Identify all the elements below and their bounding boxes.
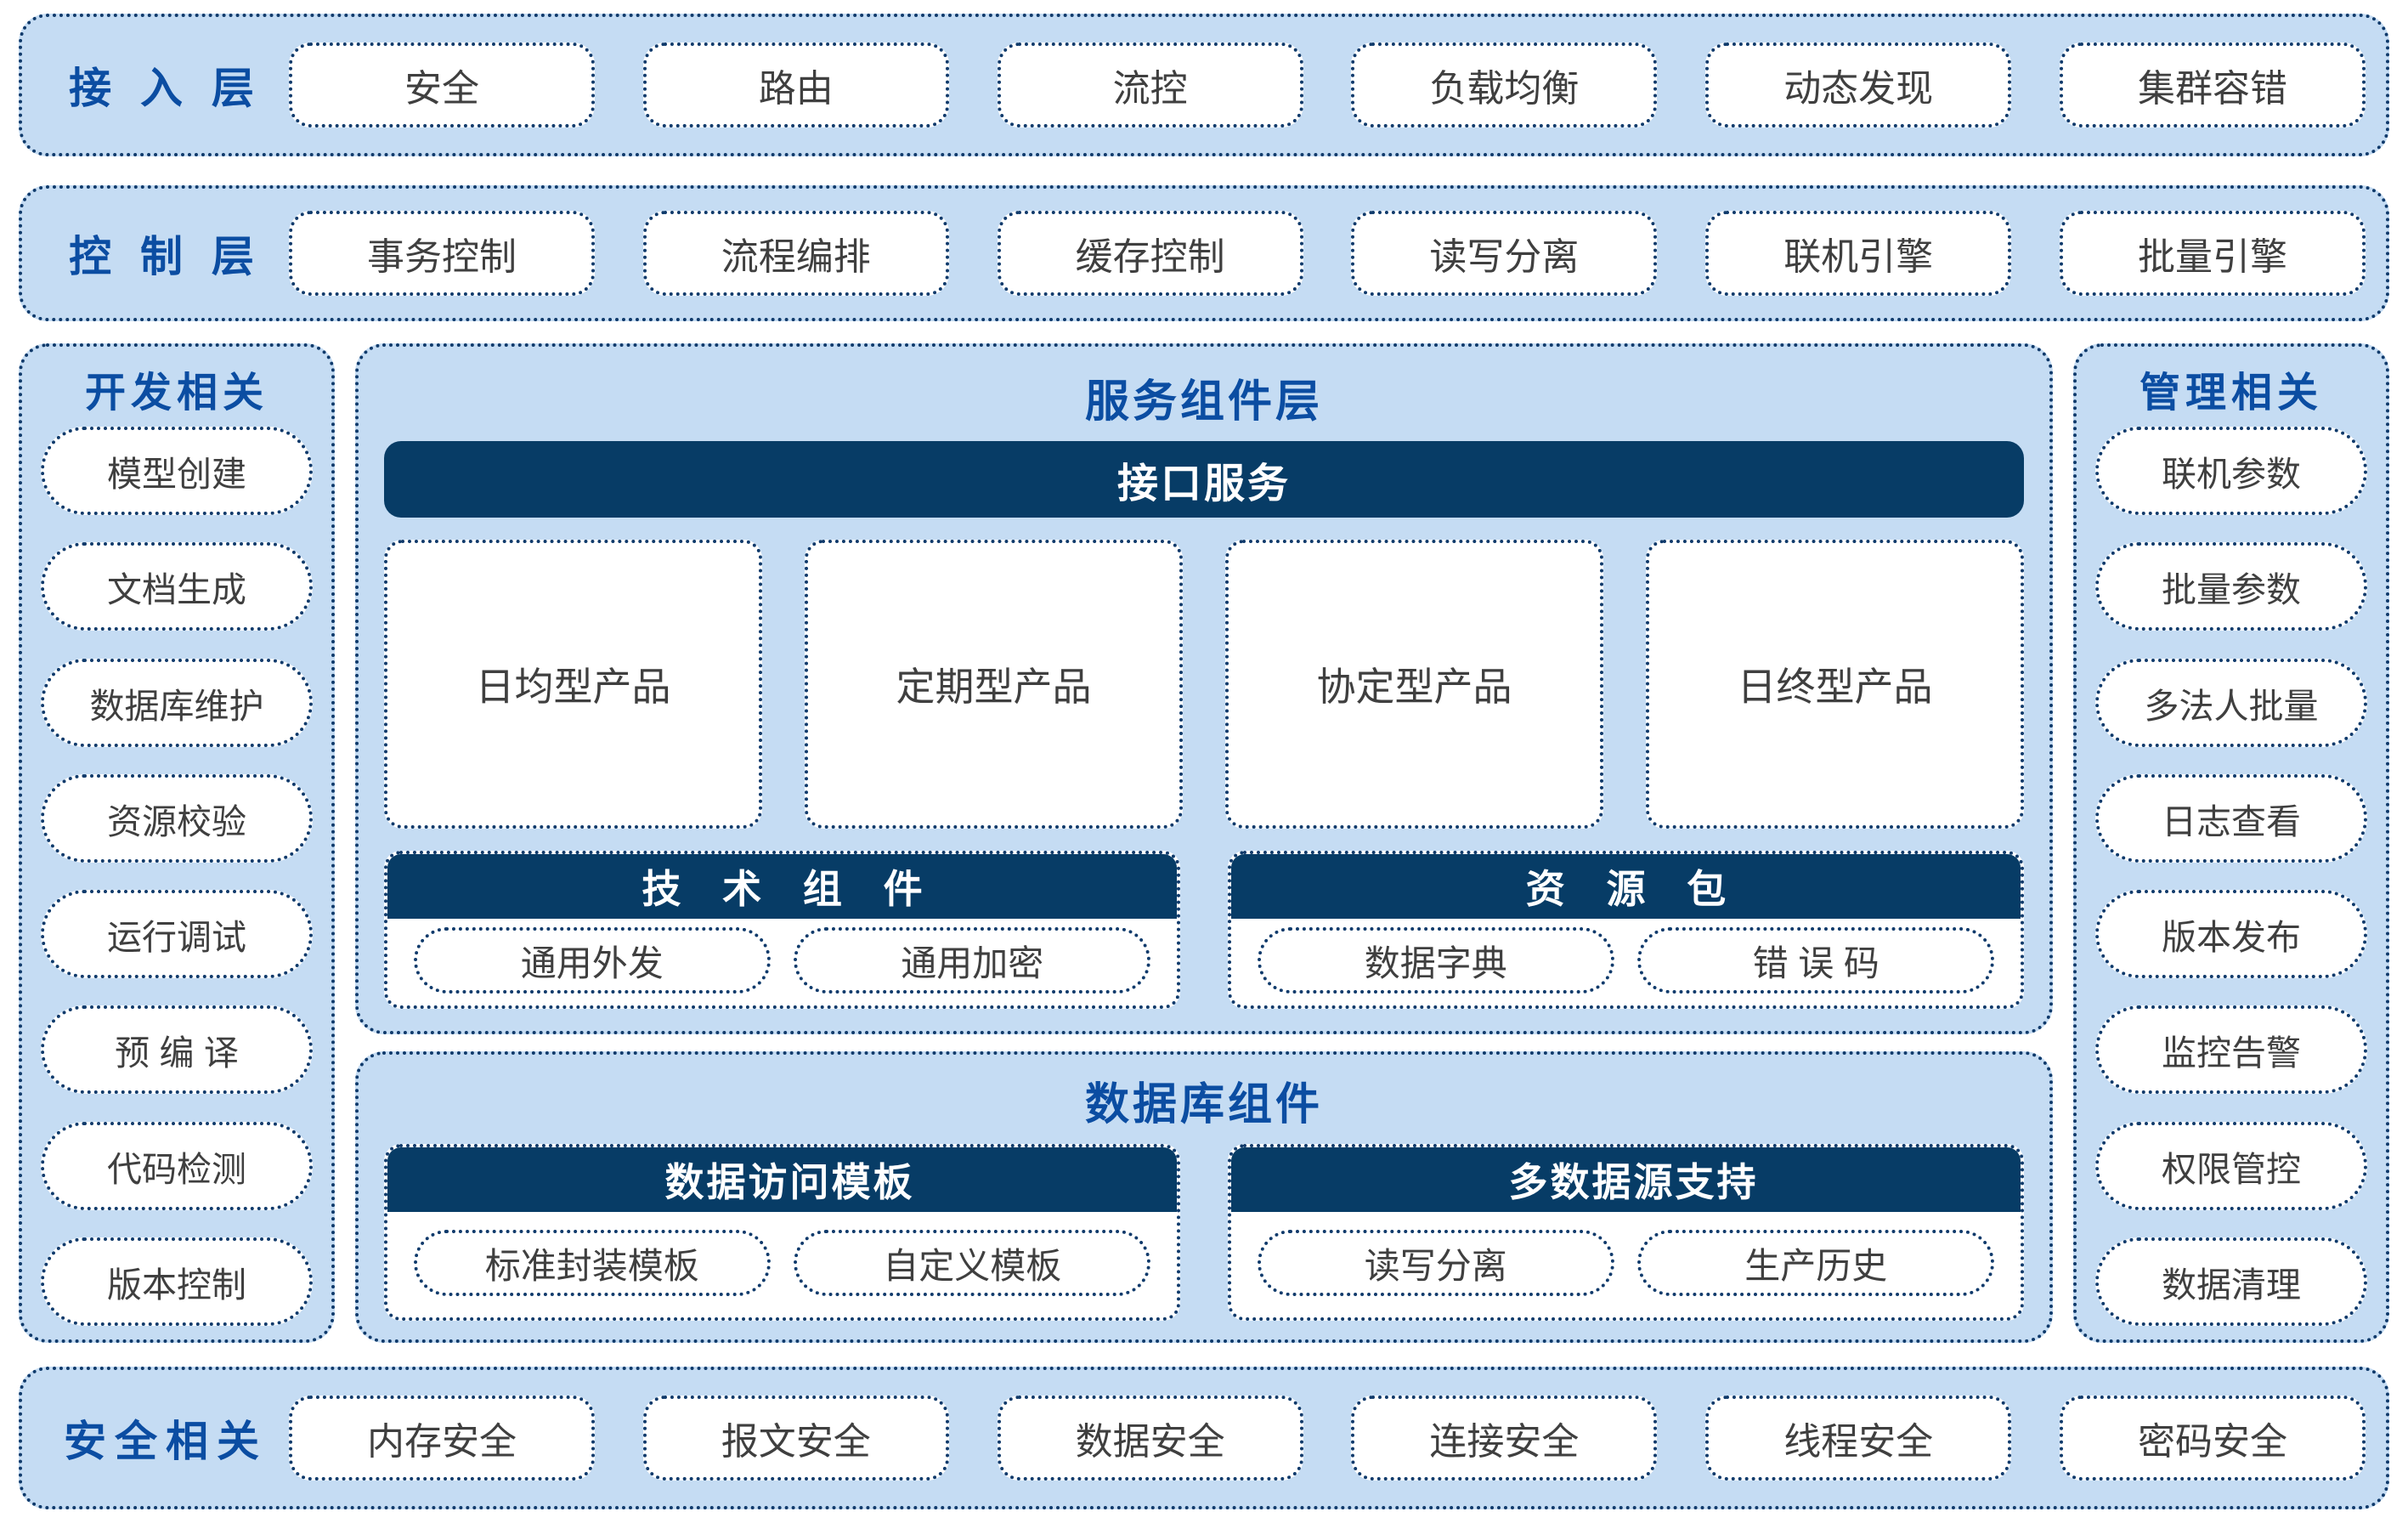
resource-package-panel: 资 源 包 数据字典 错 误 码 [1228,851,2024,1009]
tech-component-items: 通用外发 通用加密 [387,919,1177,1005]
manage-column-items: 联机参数 批量参数 多法人批量 日志查看 版本发布 监控告警 权限管控 数据清理 [2095,427,2367,1326]
access-item-dynamic-discovery[interactable]: 动态发现 [1705,42,2012,127]
multi-datasource-items: 读写分离 生产历史 [1231,1212,2021,1317]
security-layer-band: 安全相关 内存安全 报文安全 数据安全 连接安全 线程安全 密码安全 [19,1367,2389,1509]
control-item-process-orchestration[interactable]: 流程编排 [642,211,949,296]
dev-column-items: 模型创建 文档生成 数据库维护 资源校验 运行调试 预 编 译 代码检测 版本控… [41,427,313,1326]
multi-datasource-item-read-write-split[interactable]: 读写分离 [1257,1230,1614,1296]
middle-region: 开发相关 模型创建 文档生成 数据库维护 资源校验 运行调试 预 编 译 代码检… [19,343,2389,1343]
manage-item-permission-control[interactable]: 权限管控 [2095,1121,2367,1210]
access-layer-band: 接 入 层 安全 路由 流控 负载均衡 动态发现 集群容错 [19,14,2389,156]
service-component-layer-title: 服务组件层 [1084,377,1323,427]
dev-item-runtime-debug[interactable]: 运行调试 [41,890,313,979]
access-item-routing[interactable]: 路由 [642,42,949,127]
security-item-password[interactable]: 密码安全 [2059,1396,2366,1481]
security-item-thread[interactable]: 线程安全 [1705,1396,2012,1481]
control-layer-band: 控 制 层 事务控制 流程编排 缓存控制 读写分离 联机引擎 批量引擎 [19,185,2389,321]
product-card-agreement[interactable]: 协定型产品 [1225,540,1603,829]
control-layer-title: 控 制 层 [69,233,263,280]
security-layer-title: 安全相关 [64,1418,268,1465]
tech-component-title: 技 术 组 件 [387,854,1177,919]
security-item-memory[interactable]: 内存安全 [289,1396,595,1481]
access-item-flow-control[interactable]: 流控 [997,42,1303,127]
control-layer-items: 事务控制 流程编排 缓存控制 读写分离 联机引擎 批量引擎 [289,211,2366,296]
resource-item-data-dictionary[interactable]: 数据字典 [1257,927,1614,994]
access-item-load-balance[interactable]: 负载均衡 [1351,42,1658,127]
multi-datasource-panel: 多数据源支持 读写分离 生产历史 [1228,1144,2024,1321]
dev-item-precompile[interactable]: 预 编 译 [41,1005,313,1095]
dev-column: 开发相关 模型创建 文档生成 数据库维护 资源校验 运行调试 预 编 译 代码检… [19,343,335,1343]
manage-column: 管理相关 联机参数 批量参数 多法人批量 日志查看 版本发布 监控告警 权限管控… [2073,343,2389,1343]
dev-item-doc-generate[interactable]: 文档生成 [41,542,313,631]
dev-item-code-check[interactable]: 代码检测 [41,1121,313,1210]
dev-item-resource-verify[interactable]: 资源校验 [41,773,313,863]
product-card-daily-average[interactable]: 日均型产品 [384,540,762,829]
tech-item-general-encryption[interactable]: 通用加密 [794,927,1151,994]
manage-column-title: 管理相关 [2139,371,2323,416]
control-item-read-write-split[interactable]: 读写分离 [1351,211,1658,296]
dev-item-version-control[interactable]: 版本控制 [41,1237,313,1326]
interface-service-bar[interactable]: 接口服务 [384,441,2024,518]
center-column: 服务组件层 接口服务 日均型产品 定期型产品 协定型产品 日终型产品 技 术 组… [355,343,2053,1343]
security-layer-items: 内存安全 报文安全 数据安全 连接安全 线程安全 密码安全 [289,1396,2366,1481]
data-access-template-panel: 数据访问模板 标准封装模板 自定义模板 [384,1144,1180,1321]
component-row: 技 术 组 件 通用外发 通用加密 资 源 包 数据字典 错 误 码 [384,851,2024,1009]
data-access-item-standard-template[interactable]: 标准封装模板 [413,1230,771,1296]
multi-datasource-item-production-history[interactable]: 生产历史 [1637,1230,1995,1296]
manage-item-log-view[interactable]: 日志查看 [2095,773,2367,863]
access-item-cluster-fault-tolerance[interactable]: 集群容错 [2059,42,2366,127]
security-item-data[interactable]: 数据安全 [997,1396,1303,1481]
service-component-layer-panel: 服务组件层 接口服务 日均型产品 定期型产品 协定型产品 日终型产品 技 术 组… [355,343,2053,1034]
data-access-template-items: 标准封装模板 自定义模板 [387,1212,1177,1317]
multi-datasource-title: 多数据源支持 [1231,1147,2021,1212]
data-access-item-custom-template[interactable]: 自定义模板 [794,1230,1151,1296]
product-cards: 日均型产品 定期型产品 协定型产品 日终型产品 [384,540,2024,829]
dev-item-db-maintain[interactable]: 数据库维护 [41,658,313,747]
control-item-online-engine[interactable]: 联机引擎 [1705,211,2012,296]
resource-package-title: 资 源 包 [1231,854,2021,919]
database-component-row: 数据访问模板 标准封装模板 自定义模板 多数据源支持 读写分离 生产历史 [384,1144,2024,1321]
security-item-message[interactable]: 报文安全 [642,1396,949,1481]
product-card-day-end[interactable]: 日终型产品 [1646,540,2024,829]
manage-item-online-params[interactable]: 联机参数 [2095,427,2367,515]
tech-component-panel: 技 术 组 件 通用外发 通用加密 [384,851,1180,1009]
product-card-periodic[interactable]: 定期型产品 [805,540,1183,829]
control-item-transaction-control[interactable]: 事务控制 [289,211,595,296]
access-layer-items: 安全 路由 流控 负载均衡 动态发现 集群容错 [289,42,2366,127]
dev-item-model-create[interactable]: 模型创建 [41,427,313,515]
data-access-template-title: 数据访问模板 [387,1147,1177,1212]
manage-item-batch-params[interactable]: 批量参数 [2095,542,2367,631]
manage-item-data-cleanup[interactable]: 数据清理 [2095,1237,2367,1326]
access-item-security[interactable]: 安全 [289,42,595,127]
security-item-connection[interactable]: 连接安全 [1351,1396,1658,1481]
resource-package-items: 数据字典 错 误 码 [1231,919,2021,1005]
tech-item-general-outbound[interactable]: 通用外发 [413,927,771,994]
control-item-cache-control[interactable]: 缓存控制 [997,211,1303,296]
database-component-panel: 数据库组件 数据访问模板 标准封装模板 自定义模板 多数据源支持 读写分离 生 [355,1051,2053,1343]
dev-column-title: 开发相关 [84,371,268,416]
manage-item-multi-legal-entity-batch[interactable]: 多法人批量 [2095,658,2367,747]
manage-item-monitor-alert[interactable]: 监控告警 [2095,1005,2367,1095]
manage-item-version-release[interactable]: 版本发布 [2095,890,2367,979]
control-item-batch-engine[interactable]: 批量引擎 [2059,211,2366,296]
access-layer-title: 接 入 层 [69,65,263,112]
database-component-title: 数据库组件 [1084,1080,1323,1130]
resource-item-error-code[interactable]: 错 误 码 [1637,927,1995,994]
